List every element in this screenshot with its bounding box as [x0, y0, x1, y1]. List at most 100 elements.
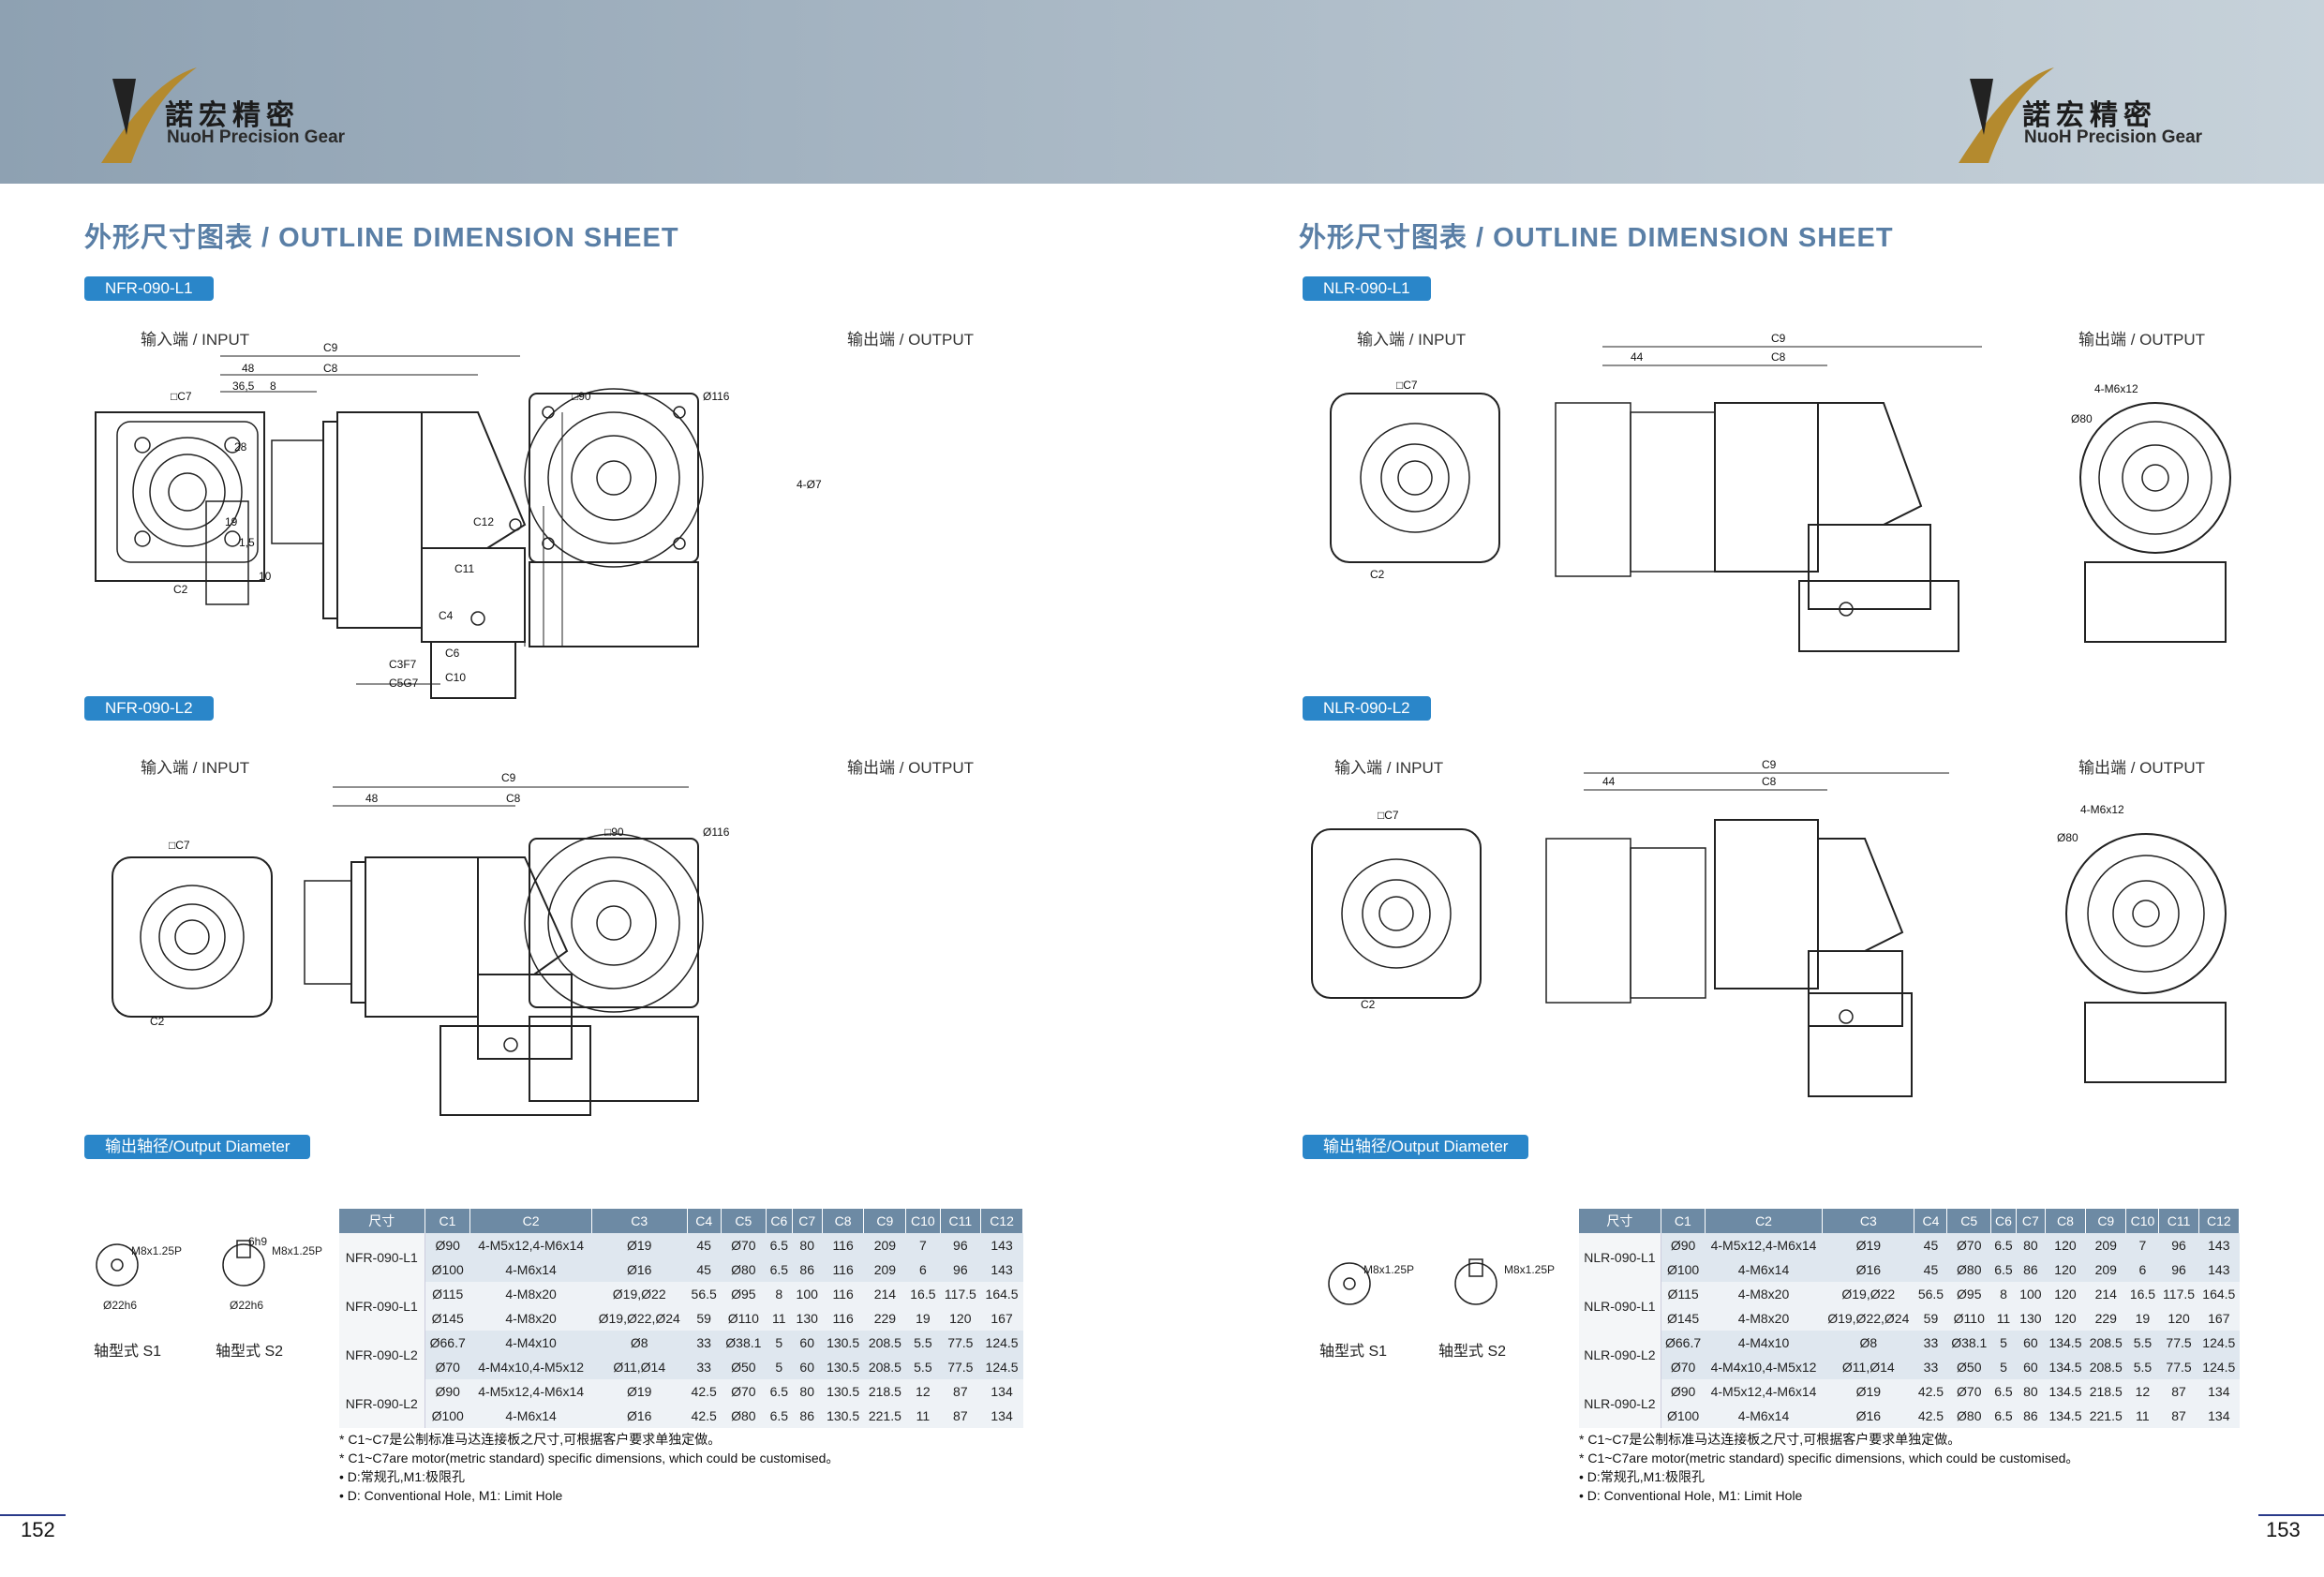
page-title-right: 外形尺寸图表 / OUTLINE DIMENSION SHEET	[1299, 223, 1894, 253]
brand-en: NuoH Precision Gear	[167, 127, 346, 147]
dim-d80: Ø80	[2057, 831, 2078, 844]
table-cell: 11	[1990, 1306, 2017, 1331]
table-cell: 134	[2198, 1379, 2240, 1404]
table-cell: 96	[940, 1257, 981, 1282]
dim-c8: C8	[323, 362, 338, 375]
dim-c10: C10	[445, 671, 467, 684]
table-header: C1	[1661, 1209, 1706, 1233]
table-header: C4	[687, 1209, 722, 1233]
table-header: C2	[469, 1209, 592, 1233]
table-cell: 60	[792, 1331, 823, 1355]
table-cell: 209	[863, 1257, 906, 1282]
table-cell: 86	[792, 1404, 823, 1428]
table-cell: 42.5	[687, 1404, 722, 1428]
dim-c9: C9	[1771, 332, 1786, 345]
table-cell: 59	[687, 1306, 722, 1331]
dim-sq90: □90	[572, 390, 591, 403]
table-cell: 11	[905, 1404, 941, 1428]
table-cell: 80	[2016, 1379, 2046, 1404]
table-cell: Ø90	[1661, 1233, 1706, 1257]
dim-28: 28	[234, 440, 247, 454]
table-cell: 5	[766, 1331, 793, 1355]
table-cell: Ø70	[425, 1355, 470, 1379]
dim-c9: C9	[323, 341, 338, 354]
table-cell: 4-M5x12,4-M6x14	[469, 1233, 592, 1257]
dim-c8: C8	[506, 792, 521, 805]
page-number-right: 153	[2266, 1518, 2301, 1541]
dim-c2: C2	[173, 583, 188, 596]
note-line: * C1~C7是公制标准马达连接板之尺寸,可根据客户要求单独定做。	[1579, 1432, 1961, 1447]
key-label: 6h9	[248, 1235, 268, 1248]
table-cell: 130.5	[822, 1379, 864, 1404]
table-cell: 56.5	[1914, 1282, 1947, 1306]
table-cell: Ø50	[1946, 1355, 1991, 1379]
table-cell: 4-M5x12,4-M6x14	[469, 1379, 592, 1404]
table-cell: 80	[792, 1379, 823, 1404]
table-cell: 208.5	[863, 1331, 906, 1355]
table-cell: 134	[2198, 1404, 2240, 1428]
dim-19: 19	[225, 515, 238, 528]
table-cell: 56.5	[687, 1282, 722, 1306]
table-cell: 33	[687, 1331, 722, 1355]
brand-cn: 諾宏精密	[165, 99, 300, 132]
table-header: C11	[940, 1209, 982, 1233]
table-cell: 19	[2125, 1306, 2159, 1331]
table-cell: 167	[2198, 1306, 2240, 1331]
table-header: C2	[1705, 1209, 1824, 1233]
table-header: C6	[1990, 1209, 2017, 1233]
dim-8: 8	[270, 379, 276, 393]
table-cell: 116	[822, 1257, 864, 1282]
table-cell: 134.5	[2045, 1379, 2086, 1404]
table-cell: 116	[822, 1282, 864, 1306]
model-cell: NLR-090-L1	[1579, 1282, 1661, 1331]
table-cell: Ø100	[1661, 1404, 1706, 1428]
input-label: 输入端 / INPUT	[141, 759, 250, 777]
table-cell: 87	[2158, 1404, 2199, 1428]
table-cell: 5.5	[2125, 1331, 2159, 1355]
table-cell: 130.5	[822, 1355, 864, 1379]
table-cell: 5.5	[905, 1331, 941, 1355]
table-cell: Ø90	[425, 1379, 470, 1404]
table-cell: 208.5	[2085, 1355, 2126, 1379]
table-cell: 143	[980, 1233, 1023, 1257]
table-cell: 8	[766, 1282, 793, 1306]
thread-label: M8x1.25P	[131, 1244, 183, 1257]
table-cell: 16.5	[905, 1282, 941, 1306]
table-cell: 100	[792, 1282, 823, 1306]
brand-mark-icon	[101, 67, 197, 163]
table-header: C12	[980, 1209, 1023, 1233]
table-cell: 42.5	[1914, 1404, 1947, 1428]
table-cell: 164.5	[980, 1282, 1023, 1306]
brand-cn: 諾宏精密	[2022, 99, 2157, 132]
table-header: C1	[425, 1209, 471, 1233]
dim-c5: C5G7	[389, 677, 419, 690]
table-cell: Ø8	[591, 1331, 688, 1355]
dim-c9: C9	[501, 771, 516, 784]
note-line: • D: Conventional Hole, M1: Limit Hole	[1579, 1488, 1803, 1503]
dim-d116: Ø116	[703, 826, 730, 839]
model-cell: NLR-090-L2	[1579, 1379, 1661, 1428]
table-cell: Ø50	[721, 1355, 767, 1379]
table-cell: 5	[1990, 1355, 2017, 1379]
thread-label: M8x1.25P	[1363, 1263, 1415, 1276]
table-cell: Ø95	[721, 1282, 767, 1306]
table-cell: 6.5	[766, 1257, 793, 1282]
table-cell: Ø16	[1822, 1404, 1914, 1428]
dim-c2: C2	[1361, 998, 1376, 1011]
table-cell: 8	[1990, 1282, 2017, 1306]
table-cell: 120	[2045, 1257, 2086, 1282]
table-cell: Ø19,Ø22,Ø24	[591, 1306, 688, 1331]
thread-label: M8x1.25P	[1504, 1263, 1556, 1276]
table-cell: 19	[905, 1306, 941, 1331]
table-cell: 117.5	[2158, 1282, 2199, 1306]
table-cell: 6.5	[1990, 1257, 2017, 1282]
table-cell: 4-M6x14	[1705, 1404, 1823, 1428]
table-header: C5	[721, 1209, 767, 1233]
dim-36-5: 36,5	[232, 379, 255, 393]
table-cell: 4-M5x12,4-M6x14	[1705, 1233, 1823, 1257]
table-cell: 96	[2158, 1257, 2199, 1282]
output-label: 输出端 / OUTPUT	[847, 331, 975, 349]
